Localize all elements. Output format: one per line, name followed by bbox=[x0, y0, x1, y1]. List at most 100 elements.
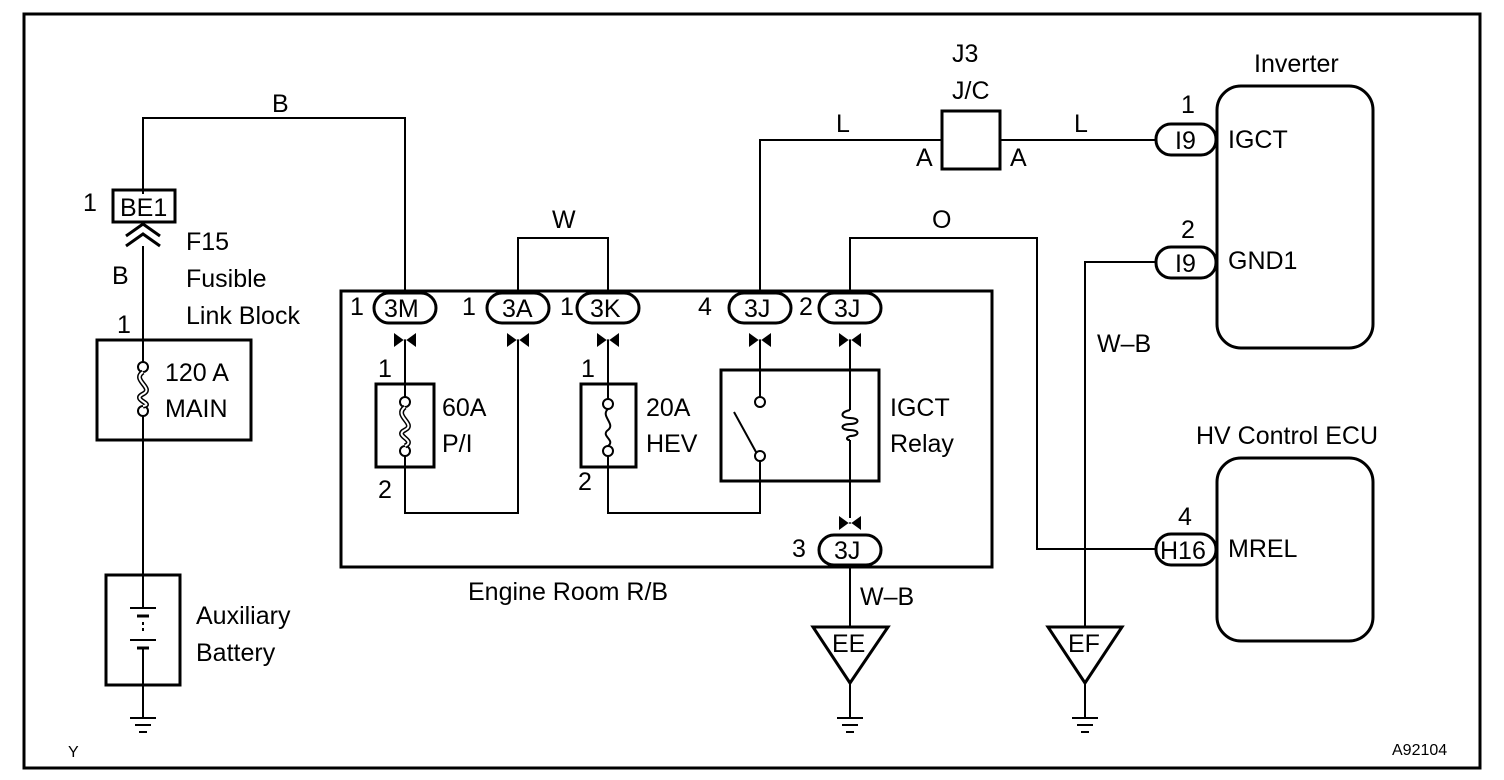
svg-text:IGCT: IGCT bbox=[1228, 126, 1288, 154]
connector-3j-pin2: 3J 2 bbox=[799, 291, 883, 347]
main-fuse-box bbox=[95, 338, 253, 442]
svg-text:GND1: GND1 bbox=[1228, 247, 1297, 275]
svg-text:P/I: P/I bbox=[442, 430, 473, 458]
wire-b-top bbox=[142, 117, 406, 296]
junction-pin-left: A bbox=[916, 144, 933, 172]
wire-label-o: O bbox=[932, 206, 951, 234]
svg-text:EF: EF bbox=[1068, 630, 1100, 658]
svg-text:3J: 3J bbox=[834, 295, 860, 323]
ecu-title: HV Control ECU bbox=[1196, 422, 1378, 450]
f15-ref: F15 bbox=[186, 228, 229, 256]
main-fuse-terminal-top bbox=[137, 361, 149, 373]
connector-3m: 3M 1 bbox=[350, 291, 438, 347]
ground-ee: EE bbox=[810, 625, 891, 733]
svg-text:HEV: HEV bbox=[646, 430, 698, 458]
relay-switch-icon bbox=[733, 411, 757, 453]
svg-text:2: 2 bbox=[578, 468, 592, 496]
svg-text:3M: 3M bbox=[384, 295, 419, 323]
engine-room-relay-block: Engine Room R/B 3M 1 3A 1 3K 1 3J 4 bbox=[339, 289, 994, 606]
ground-icon bbox=[1072, 717, 1098, 733]
svg-text:1: 1 bbox=[560, 293, 574, 321]
wire-w bbox=[517, 237, 609, 296]
wire-o bbox=[849, 237, 1158, 550]
svg-text:3: 3 bbox=[792, 535, 806, 563]
svg-text:H16: H16 bbox=[1160, 537, 1206, 565]
junction-connector-j3: J3 J/C A A bbox=[916, 40, 1027, 172]
wire-label-b-mid: B bbox=[112, 262, 129, 290]
svg-text:1: 1 bbox=[462, 293, 476, 321]
connector-3j-pin4: 3J 4 bbox=[698, 291, 793, 347]
svg-text:60A: 60A bbox=[442, 394, 487, 422]
fuse-60a-pi: 1 2 60A P/I bbox=[374, 355, 487, 504]
svg-text:IGCT: IGCT bbox=[890, 394, 950, 422]
wire-label-w: W bbox=[552, 206, 576, 234]
be1-pin: 1 bbox=[83, 189, 97, 217]
be1-connector bbox=[111, 188, 177, 224]
svg-text:1: 1 bbox=[350, 293, 364, 321]
connector-i9-pin1: 1 I9 IGCT bbox=[1154, 91, 1288, 157]
inverter: Inverter 1 I9 IGCT 2 I9 GND1 bbox=[1154, 50, 1375, 350]
ground-icon bbox=[837, 717, 863, 733]
junction-pin-right: A bbox=[1010, 144, 1027, 172]
ground-ef: EF bbox=[1045, 625, 1125, 733]
svg-text:2: 2 bbox=[378, 476, 392, 504]
wire-label-b-top: B bbox=[272, 90, 289, 118]
diagram-frame bbox=[22, 12, 1482, 770]
svg-text:I9: I9 bbox=[1175, 127, 1196, 155]
chevron-connector-icon bbox=[125, 222, 161, 248]
relay-coil-icon bbox=[841, 409, 859, 441]
main-fuse-pin: 1 bbox=[117, 311, 131, 339]
battery-label-2: Battery bbox=[196, 639, 276, 667]
main-fuse-name: MAIN bbox=[165, 395, 228, 423]
connector-3k: 3K 1 bbox=[560, 291, 641, 347]
fusible-name-1: Fusible bbox=[186, 265, 267, 293]
relay-block-title: Engine Room R/B bbox=[468, 578, 668, 606]
svg-text:EE: EE bbox=[832, 630, 865, 658]
svg-text:2: 2 bbox=[799, 293, 813, 321]
svg-text:I9: I9 bbox=[1175, 250, 1196, 278]
wire-label-wb-bottom: W–B bbox=[860, 583, 914, 611]
auxiliary-battery: Auxiliary Battery bbox=[104, 573, 291, 733]
connector-h16-pin4: 4 H16 MREL bbox=[1154, 503, 1298, 567]
svg-text:3J: 3J bbox=[834, 537, 860, 565]
connector-i9-pin2: 2 I9 GND1 bbox=[1154, 216, 1297, 280]
junction-ref: J3 bbox=[952, 40, 978, 68]
svg-text:20A: 20A bbox=[646, 394, 691, 422]
wire-label-l-left: L bbox=[836, 110, 850, 138]
hv-control-ecu: HV Control ECU 4 H16 MREL bbox=[1154, 422, 1378, 643]
svg-text:3K: 3K bbox=[590, 295, 621, 323]
svg-text:4: 4 bbox=[1178, 503, 1192, 531]
svg-text:MREL: MREL bbox=[1228, 535, 1298, 563]
wire-fuse-3a bbox=[404, 340, 519, 514]
wire-label-wb-right: W–B bbox=[1097, 330, 1151, 358]
corner-code-left: Y bbox=[68, 744, 79, 761]
junction-name: J/C bbox=[952, 77, 990, 105]
be1-label: BE1 bbox=[120, 194, 167, 222]
relay-block-outline bbox=[339, 289, 994, 569]
main-fuse-rating: 120 A bbox=[165, 359, 229, 387]
connector-3a: 3A 1 bbox=[462, 291, 551, 347]
fuse-20a-hev: 1 2 20A HEV bbox=[578, 355, 698, 496]
wire-l-left bbox=[759, 139, 942, 296]
svg-text:1: 1 bbox=[1181, 91, 1195, 119]
svg-text:4: 4 bbox=[698, 293, 712, 321]
igct-relay: IGCT Relay bbox=[719, 368, 954, 483]
svg-text:3A: 3A bbox=[502, 295, 533, 323]
inverter-box bbox=[1215, 84, 1375, 350]
fuse-icon bbox=[604, 408, 612, 447]
svg-text:Relay: Relay bbox=[890, 430, 954, 458]
wire-wb-right bbox=[1084, 261, 1158, 627]
ground-icon bbox=[130, 717, 156, 733]
inverter-title: Inverter bbox=[1254, 50, 1339, 78]
svg-text:2: 2 bbox=[1181, 216, 1195, 244]
battery-label-1: Auxiliary bbox=[196, 602, 291, 630]
svg-text:3J: 3J bbox=[744, 295, 770, 323]
svg-text:1: 1 bbox=[581, 355, 595, 383]
fusible-link-block: BE1 1 F15 Fusible Link Block 1 120 A MAI… bbox=[83, 188, 300, 442]
figure-code: A92104 bbox=[1392, 742, 1447, 759]
wire-fuse-relay bbox=[607, 450, 761, 514]
wires bbox=[142, 117, 1158, 718]
svg-text:1: 1 bbox=[378, 355, 392, 383]
fusible-name-2: Link Block bbox=[186, 302, 300, 330]
